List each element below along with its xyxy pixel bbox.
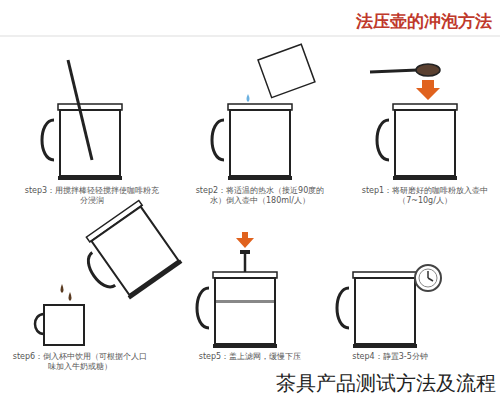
step-label: step4：静置3-5分钟	[320, 352, 460, 362]
title: 法压壶的冲泡方法	[356, 10, 492, 33]
step-label: step2：将适温的热水（接近90度的水）倒入壶中（180ml/人）	[190, 186, 330, 206]
step-label: step3：用搅拌棒轻轻搅拌使咖啡粉充分浸润	[22, 186, 162, 206]
step-label: step1：将研磨好的咖啡粉放入壶中（7~10g/人）	[355, 186, 495, 206]
step-label: step5：盖上滤网，缓慢下压	[180, 352, 320, 362]
step-label: step6：倒入杯中饮用（可根据个人口味加入牛奶或糖）	[10, 352, 150, 372]
caption: 茶具产品测试方法及流程	[276, 370, 496, 397]
